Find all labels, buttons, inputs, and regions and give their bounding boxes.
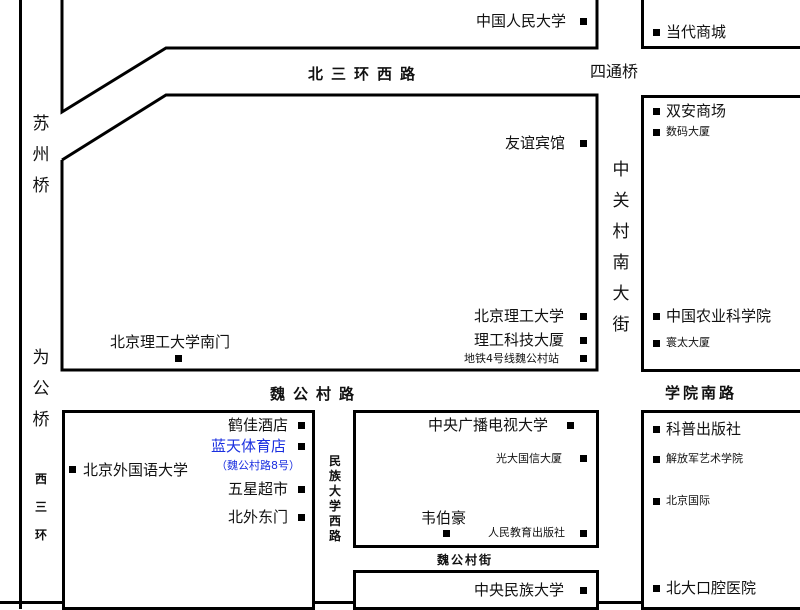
place-guangda: 光大国信大厦 bbox=[496, 452, 562, 465]
marker-huantai bbox=[653, 340, 660, 347]
marker-kepu bbox=[653, 426, 660, 433]
place-ligong-keji: 理工科技大厦 bbox=[474, 331, 565, 349]
marker-youyi-hotel bbox=[580, 140, 587, 147]
marker-cuc bbox=[567, 422, 574, 429]
marker-bit bbox=[580, 313, 587, 320]
place-weibohao: 韦伯豪 bbox=[421, 509, 467, 527]
place-lantian-address: （魏公村路8号） bbox=[216, 459, 300, 472]
marker-bit-south-gate bbox=[175, 355, 182, 362]
road-xueyuan-south: 学院南路 bbox=[665, 384, 738, 402]
marker-weibohao bbox=[443, 530, 450, 537]
marker-ligong-keji bbox=[580, 337, 587, 344]
place-bit: 北京理工大学 bbox=[474, 307, 565, 325]
marker-muc bbox=[580, 587, 587, 594]
place-muc: 中央民族大学 bbox=[474, 581, 565, 599]
marker-bj-intl bbox=[653, 498, 660, 505]
road-weigongcun-street: 魏公村街 bbox=[437, 553, 494, 567]
place-shuma: 数码大厦 bbox=[666, 125, 710, 138]
place-dangdai: 当代商城 bbox=[666, 23, 727, 41]
road-weigongcun: 魏公村路 bbox=[270, 385, 363, 403]
marker-pla-art bbox=[653, 456, 660, 463]
marker-shuma bbox=[653, 129, 660, 136]
bridge-weigong: 为公桥 bbox=[32, 348, 50, 430]
place-lantian-sports: 蓝天体育店 bbox=[211, 437, 287, 455]
block-top-right bbox=[641, 0, 800, 49]
place-bfsu: 北京外国语大学 bbox=[83, 461, 189, 479]
marker-wuxing-supermarket bbox=[298, 486, 305, 493]
west-third-ring-line bbox=[19, 0, 22, 609]
marker-dangdai bbox=[653, 29, 660, 36]
place-pla-art: 解放军艺术学院 bbox=[666, 452, 743, 465]
place-metro-weigongcun: 地铁4号线魏公村站 bbox=[464, 352, 559, 365]
marker-nongye bbox=[653, 313, 660, 320]
place-youyi-hotel: 友谊宾馆 bbox=[505, 134, 566, 152]
place-hejia-hotel: 鹤佳酒店 bbox=[228, 416, 289, 434]
marker-metro-weigongcun bbox=[580, 355, 587, 362]
marker-beiwai-east-gate bbox=[298, 514, 305, 521]
bridge-suzhou: 苏州桥 bbox=[32, 114, 50, 196]
marker-shuangan bbox=[653, 108, 660, 115]
place-stomatology: 北大口腔医院 bbox=[666, 579, 757, 597]
place-kepu: 科普出版社 bbox=[666, 420, 742, 438]
road-north-third-ring-west: 北三环西路 bbox=[308, 65, 424, 83]
marker-renmin-edu-press bbox=[580, 530, 587, 537]
place-renmin-edu-press: 人民教育出版社 bbox=[488, 526, 565, 539]
road-west-third-ring: 西三环 bbox=[34, 472, 47, 542]
place-bj-intl: 北京国际 bbox=[666, 494, 710, 507]
place-huantai: 寰太大厦 bbox=[666, 336, 710, 349]
bridge-sitong: 四通桥 bbox=[590, 62, 639, 81]
marker-guangda bbox=[580, 455, 587, 462]
place-wuxing-supermarket: 五星超市 bbox=[228, 480, 289, 498]
road-zhongguancun-south: 中关村南大街 bbox=[612, 160, 630, 335]
block-cuc bbox=[353, 410, 599, 548]
road-minzu-univ-west: 民族大学西路 bbox=[328, 454, 341, 543]
block-bfsu bbox=[62, 410, 315, 610]
place-shuangan: 双安商场 bbox=[666, 102, 727, 120]
marker-renmin-univ bbox=[580, 18, 587, 25]
place-beiwai-east-gate: 北外东门 bbox=[228, 508, 289, 526]
place-nongye: 中国农业科学院 bbox=[666, 307, 772, 325]
marker-stomatology bbox=[653, 585, 660, 592]
marker-hejia-hotel bbox=[298, 422, 305, 429]
marker-lantian-sports bbox=[298, 443, 305, 450]
place-renmin-univ: 中国人民大学 bbox=[476, 12, 567, 30]
block-right-middle bbox=[641, 95, 800, 372]
marker-bfsu bbox=[69, 466, 76, 473]
place-bit-south-gate: 北京理工大学南门 bbox=[110, 333, 231, 351]
place-cuc: 中央广播电视大学 bbox=[428, 416, 549, 434]
